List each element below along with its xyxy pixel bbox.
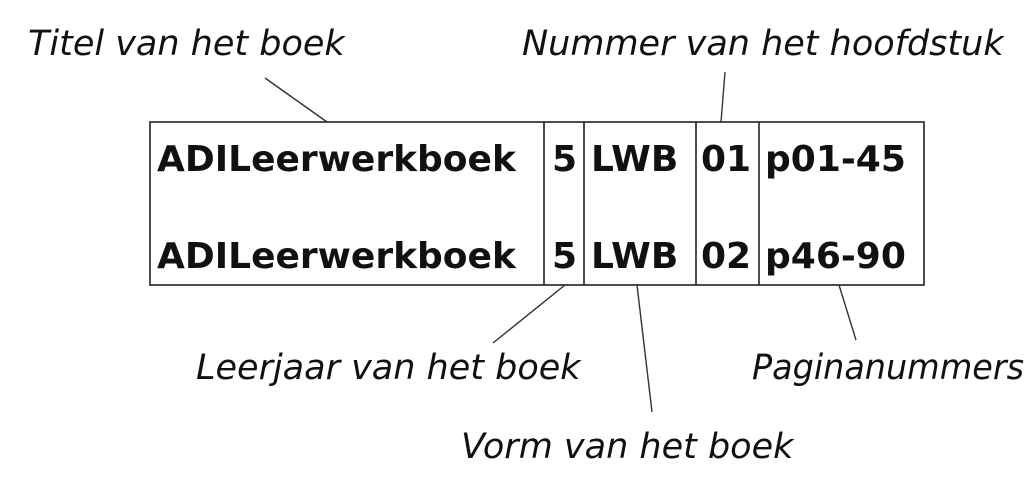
cell-form-row1: LWB <box>591 139 678 180</box>
cell-chapter-row2: 02 <box>701 236 751 277</box>
cell-chapter-row1: 01 <box>701 139 751 180</box>
label-grade: Leerjaar van het boek <box>196 348 582 388</box>
label-chapter: Nummer van het hoofdstuk <box>522 24 1005 64</box>
leader-grade <box>492 284 566 344</box>
cell-title-row2: ADILeerwerkboek <box>157 236 517 277</box>
leader-pages <box>838 284 857 341</box>
label-pages: Paginanummers <box>752 348 1024 388</box>
leader-chapter <box>720 71 726 123</box>
leader-form <box>636 284 653 413</box>
cell-pages-row2: p46-90 <box>765 236 906 277</box>
cell-grade-row2: 5 <box>552 236 577 277</box>
label-form: Vorm van het boek <box>461 427 795 467</box>
filename-table <box>149 121 925 286</box>
label-title: Titel van het boek <box>28 24 346 64</box>
cell-pages-row1: p01-45 <box>765 139 906 180</box>
cell-title-row1: ADILeerwerkboek <box>157 139 517 180</box>
cell-form-row2: LWB <box>591 236 678 277</box>
leader-title <box>264 77 328 123</box>
cell-grade-row1: 5 <box>552 139 577 180</box>
